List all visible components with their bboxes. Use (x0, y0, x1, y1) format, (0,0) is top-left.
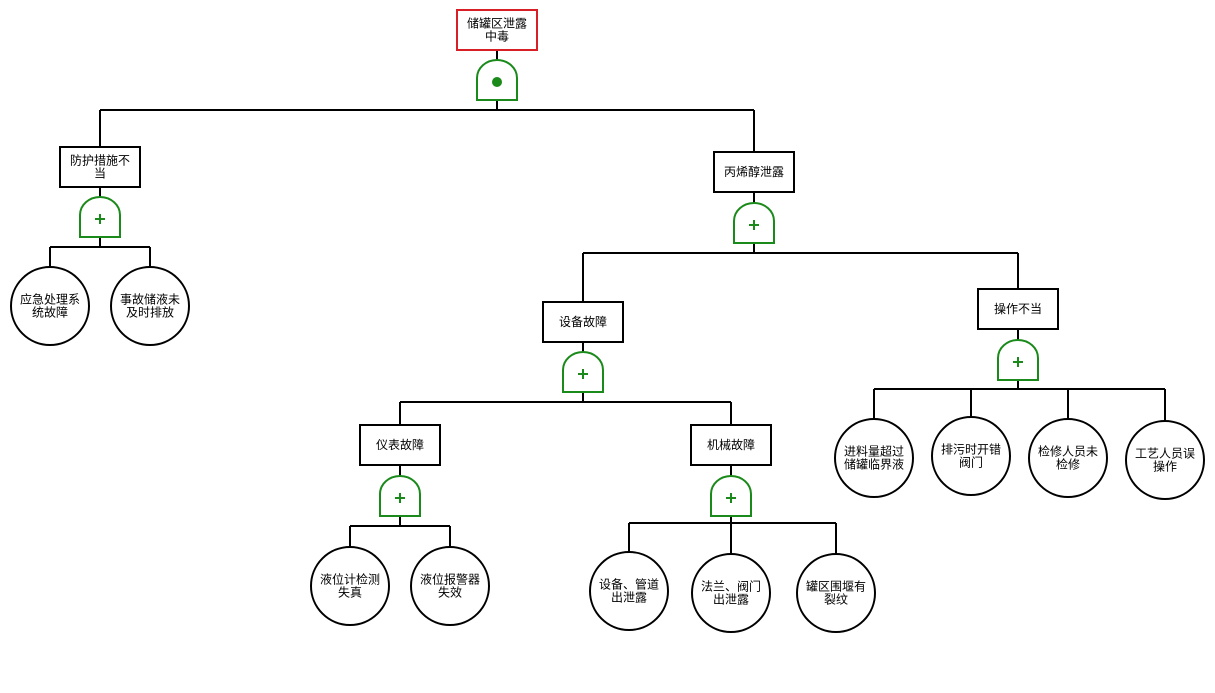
op_basic_3-label-1: 检修 (1056, 457, 1080, 472)
right-event-box[interactable]: 丙烯醇泄露 (713, 151, 795, 193)
inst_basic_1-label-0: 液位计检测 (320, 572, 380, 587)
op_basic_4-label-0: 工艺人员误 (1135, 447, 1195, 461)
and-gate-dot (492, 77, 502, 87)
left_event-label-0: 防护措施不 (70, 153, 130, 168)
mech_basic_2-label-1: 出泄露 (713, 593, 749, 607)
mech_basic_1-label-1: 出泄露 (611, 591, 647, 605)
left_basic_2-label-1: 及时排放 (126, 305, 174, 320)
op_basic_2-label-1: 阀门 (959, 455, 983, 470)
and-gate-top (476, 59, 518, 101)
top-label-0: 储罐区泄露 (467, 16, 527, 31)
mech_basic_1-label-0: 设备、管道 (599, 577, 659, 592)
op_basic_4-label-1: 操作 (1153, 459, 1177, 474)
inst_basic_2-label-1: 失效 (438, 585, 462, 600)
equipment_event-label-0: 设备故障 (559, 314, 607, 329)
or-gate-equipment (562, 351, 604, 393)
or-gate-protection (79, 196, 121, 238)
op_basic_2-label-0: 排污时开错 (941, 443, 1001, 457)
right_event-label-0: 丙烯醇泄露 (724, 164, 784, 179)
or-gate-mechanical (710, 475, 752, 517)
mech_basic_3-label-0: 罐区围堰有 (806, 580, 866, 594)
inst_basic_1-label-1: 失真 (338, 585, 362, 600)
op_basic_1-label-1: 储罐临界液 (844, 457, 904, 472)
or-gate-instrument (379, 475, 421, 517)
left_basic_1-label-0: 应急处理系 (20, 292, 80, 307)
left_event-label-1: 当 (94, 167, 106, 181)
left_basic_1-label-1: 统故障 (32, 305, 68, 320)
operation-event-box[interactable]: 操作不当 (977, 288, 1059, 330)
instrument_event-label-0: 仪表故障 (376, 437, 424, 452)
left_basic_2-label-0: 事故储液未 (120, 292, 180, 307)
instrument-event-box[interactable]: 仪表故障 (359, 424, 441, 466)
equipment-event-box[interactable]: 设备故障 (542, 301, 624, 343)
top-label-1: 中毒 (485, 29, 509, 44)
op_basic_1-label-0: 进料量超过 (844, 444, 904, 459)
mech_basic_3-label-1: 裂纹 (824, 593, 848, 607)
or-gate-operation (997, 339, 1039, 381)
mechanical_event-label-0: 机械故障 (707, 437, 755, 452)
mechanical-event-box[interactable]: 机械故障 (690, 424, 772, 466)
inst_basic_2-label-0: 液位报警器 (420, 572, 480, 587)
op_basic_3-label-0: 检修人员未 (1038, 444, 1098, 459)
operation_event-label-0: 操作不当 (994, 301, 1042, 316)
or-gate-leak (733, 202, 775, 244)
mech_basic_2-label-0: 法兰、阀门 (701, 579, 761, 594)
